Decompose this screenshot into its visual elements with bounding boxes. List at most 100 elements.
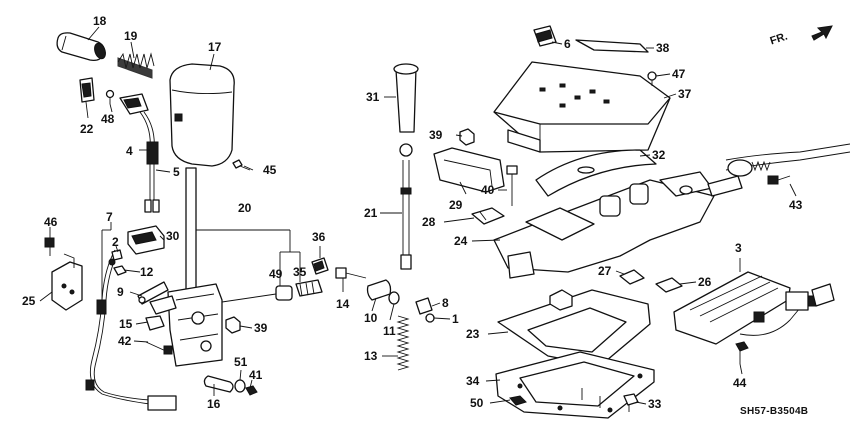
washer-51-part xyxy=(234,379,246,393)
screw-45-part xyxy=(232,159,251,171)
callout-16: 16 xyxy=(207,397,221,411)
callout-47: 47 xyxy=(672,67,686,81)
shift-lever-part xyxy=(149,167,223,367)
bolt-40-part xyxy=(506,165,518,206)
callout-33: 33 xyxy=(648,397,662,411)
callout-49: 49 xyxy=(269,267,283,281)
callout-39-lower: 39 xyxy=(254,321,268,335)
callout-7: 7 xyxy=(106,210,113,224)
callout-18: 18 xyxy=(93,14,107,28)
clip-36-part xyxy=(311,257,329,275)
callout-35: 35 xyxy=(293,265,307,279)
button-part xyxy=(79,77,95,103)
diagram-code: SH57-B3504B xyxy=(740,406,809,417)
screw-44-part xyxy=(735,341,749,364)
callout-2: 2 xyxy=(112,235,119,249)
gasket-part xyxy=(495,351,655,419)
callout-48: 48 xyxy=(101,112,115,126)
bulb-6-part xyxy=(533,25,557,47)
callout-17: 17 xyxy=(208,40,222,54)
callout-15: 15 xyxy=(119,317,133,331)
clip-28-part xyxy=(471,207,505,225)
pin-15-part xyxy=(145,315,165,331)
washer-11-part xyxy=(388,291,400,305)
leader-lines xyxy=(39,26,797,405)
callout-28: 28 xyxy=(422,215,436,229)
callout-32: 32 xyxy=(652,148,666,162)
callout-50: 50 xyxy=(470,396,484,410)
callout-23: 23 xyxy=(466,327,480,341)
callout-22: 22 xyxy=(80,122,94,136)
callout-34: 34 xyxy=(466,374,480,388)
callout-9: 9 xyxy=(117,285,124,299)
nut-50-part xyxy=(509,395,527,406)
callout-27: 27 xyxy=(598,264,612,278)
callout-6: 6 xyxy=(564,37,571,51)
callout-24: 24 xyxy=(454,234,468,248)
rod-21-part xyxy=(399,143,413,270)
solenoid-part xyxy=(127,225,165,255)
indicator-housing-part xyxy=(493,61,671,153)
slide-plate-part xyxy=(535,149,657,197)
callout-26: 26 xyxy=(698,275,712,289)
front-direction-arrow-icon xyxy=(811,25,833,41)
clip-2-part xyxy=(111,249,123,261)
callout-11: 11 xyxy=(383,324,396,338)
spring-27-part xyxy=(619,269,645,285)
base-plate-part xyxy=(497,289,651,367)
callout-30: 30 xyxy=(166,229,180,243)
screw-48-part xyxy=(105,89,115,104)
nut-39b-part xyxy=(459,128,475,146)
bracket-29-part xyxy=(433,147,505,193)
callout-45: 45 xyxy=(263,163,277,177)
collar-10-part xyxy=(366,279,392,301)
nut-39a-part xyxy=(225,316,241,334)
callout-25: 25 xyxy=(22,294,36,308)
bolt-46-part xyxy=(44,237,55,256)
callout-8: 8 xyxy=(442,296,449,310)
callout-19: 19 xyxy=(124,29,138,43)
nut-1-part xyxy=(425,313,435,323)
spring-part xyxy=(117,52,155,79)
link-9-part xyxy=(137,281,169,305)
spring-13-part xyxy=(396,315,410,371)
callout-20: 20 xyxy=(238,201,252,215)
callout-3: 3 xyxy=(735,241,742,255)
callout-12: 12 xyxy=(140,265,154,279)
callout-42: 42 xyxy=(118,334,132,348)
cover-38-part xyxy=(575,39,649,53)
switch-unit-part xyxy=(673,271,835,345)
sleeve-16-part xyxy=(203,375,234,393)
bushing-49-part xyxy=(221,285,293,303)
callout-43: 43 xyxy=(789,198,803,212)
knob-housing-part xyxy=(169,63,235,167)
callout-4: 4 xyxy=(126,144,133,158)
switch-part xyxy=(119,93,160,213)
bushing-8-part xyxy=(415,297,433,315)
cable-43-part xyxy=(707,143,850,197)
callout-31: 31 xyxy=(366,90,380,104)
bracket-25-part xyxy=(51,253,83,311)
base-bracket-part xyxy=(493,171,715,279)
clip-26-part xyxy=(655,277,683,293)
callout-51: 51 xyxy=(234,355,248,369)
callout-41: 41 xyxy=(249,368,263,382)
callout-21: 21 xyxy=(364,206,378,220)
interlock-cable-part xyxy=(85,249,177,411)
callout-39-upper: 39 xyxy=(429,128,443,142)
callout-10: 10 xyxy=(364,311,378,325)
callout-1: 1 xyxy=(452,312,459,326)
callout-40: 40 xyxy=(481,183,495,197)
knob-grip-part xyxy=(56,32,106,62)
callout-46: 46 xyxy=(44,215,58,229)
callout-37: 37 xyxy=(678,87,692,101)
callout-5: 5 xyxy=(173,165,180,179)
boot-31-part xyxy=(393,63,419,133)
bushing-35-part xyxy=(295,279,323,297)
callout-44: 44 xyxy=(733,376,747,390)
callout-36: 36 xyxy=(312,230,326,244)
callout-14: 14 xyxy=(336,297,350,311)
nut-41-part xyxy=(245,385,258,396)
